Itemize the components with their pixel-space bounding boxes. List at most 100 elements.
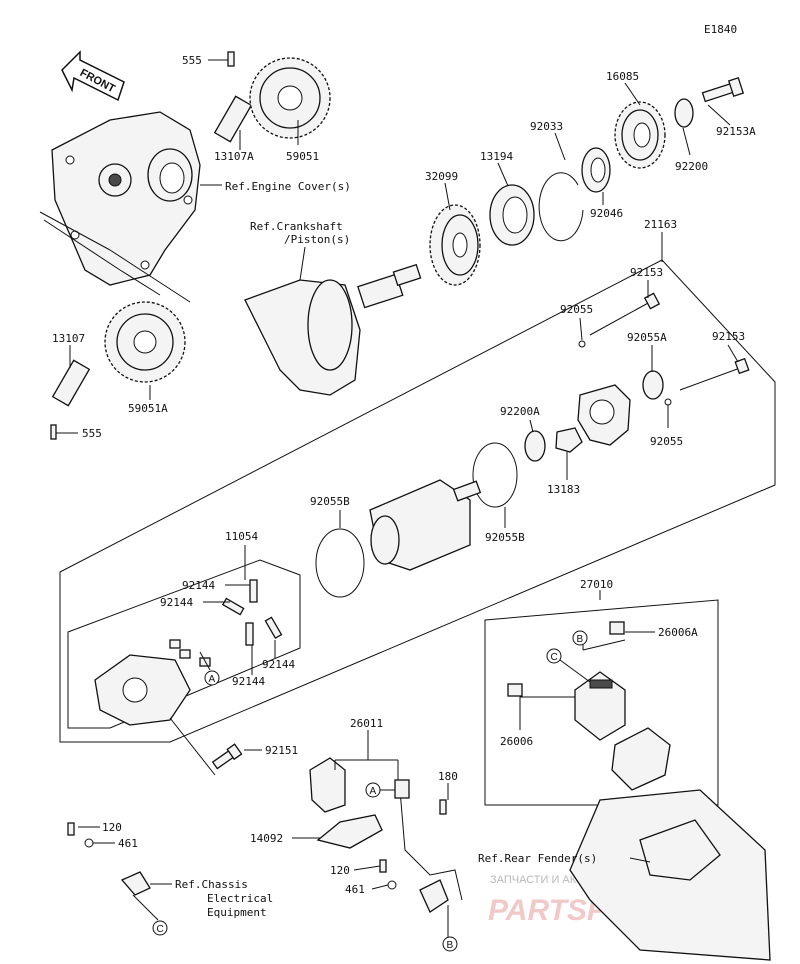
- engine-cover-drawing: [51, 111, 201, 286]
- label-13107A: 13107A: [214, 150, 254, 163]
- diagram-code: E1840: [704, 23, 737, 36]
- label-92153-lower: 92153: [712, 330, 745, 343]
- label-92055-lower: 92055: [650, 435, 683, 448]
- label-92055A: 92055A: [627, 331, 667, 344]
- label-ref-crankshaft: Ref.Crankshaft: [250, 220, 343, 233]
- label-92153-upper: 92153: [630, 266, 663, 279]
- idle-gear-59051-drawing: [249, 57, 331, 139]
- label-ref-engine-cover: Ref.Engine Cover(s): [225, 180, 351, 193]
- starter-armature-drawing: [369, 479, 482, 571]
- o-ring-92055B-left-drawing: [315, 528, 365, 598]
- label-ref-equipment: Equipment: [207, 906, 267, 919]
- label-27010: 27010: [580, 578, 613, 591]
- idle-gear-59051A-drawing: [104, 301, 186, 383]
- washer-461-left-drawing: [84, 838, 94, 848]
- label-ref-piston: /Piston(s): [284, 233, 350, 246]
- gear-16085-drawing: [614, 101, 666, 169]
- callout-b-lower: B: [442, 936, 458, 952]
- callout-c-chassis: C: [152, 920, 168, 936]
- bolt-92151-drawing: [169, 717, 243, 776]
- label-461-mid: 461: [345, 883, 365, 896]
- lead-26011-drawing: [309, 757, 463, 901]
- o-ring-92055-upper-drawing: [578, 340, 586, 348]
- label-92055B-left: 92055B: [310, 495, 350, 508]
- gear-32099-drawing: [429, 204, 481, 286]
- label-ref-chassis: Ref.Chassis: [175, 878, 248, 891]
- bolt-92153-lower-drawing: [679, 357, 750, 391]
- label-59051: 59051: [286, 150, 319, 163]
- label-11054: 11054: [225, 530, 258, 543]
- callout-b-relay: B: [572, 630, 588, 646]
- callout-a-cover: A: [204, 670, 220, 686]
- fuse-26006A-drawing: [609, 621, 625, 635]
- label-16085: 16085: [606, 70, 639, 83]
- screw-180-drawing: [439, 799, 447, 815]
- svg-text:A: A: [370, 786, 377, 797]
- washer-461-mid-drawing: [387, 880, 397, 890]
- shaft-13107-drawing: [51, 359, 91, 407]
- one-way-clutch-13194-drawing: [489, 184, 535, 246]
- label-92046: 92046: [590, 207, 623, 220]
- label-26006A: 26006A: [658, 626, 698, 639]
- bolt-92153-upper-drawing: [589, 292, 661, 336]
- label-92200: 92200: [675, 160, 708, 173]
- leader-lines: [56, 59, 739, 938]
- label-92144-2: 92144: [160, 596, 193, 609]
- starter-end-cover-drawing: [577, 384, 631, 446]
- label-14092: 14092: [250, 832, 283, 845]
- label-92055-upper: 92055: [560, 303, 593, 316]
- fuse-26006-drawing: [507, 683, 523, 697]
- pin-555-top-drawing: [227, 51, 235, 67]
- svg-text:C: C: [157, 924, 164, 935]
- label-120-left: 120: [102, 821, 122, 834]
- label-461-left: 461: [118, 837, 138, 850]
- pin-555-bottom-drawing: [50, 424, 57, 440]
- circlip-92033-drawing: [538, 172, 584, 242]
- svg-text:B: B: [447, 940, 454, 951]
- label-ref-electrical: Electrical: [207, 892, 273, 905]
- svg-text:C: C: [551, 652, 558, 663]
- svg-text:B: B: [577, 634, 584, 645]
- label-13194: 13194: [480, 150, 513, 163]
- label-180: 180: [438, 770, 458, 783]
- label-13183: 13183: [547, 483, 580, 496]
- needle-bearing-92046-drawing: [581, 147, 611, 193]
- callout-c-relay: C: [546, 648, 562, 664]
- brush-holder-outline: [67, 559, 301, 729]
- shaft-13107A-drawing: [213, 95, 253, 143]
- callout-a-lead: A: [365, 782, 381, 798]
- label-92144-4: 92144: [232, 675, 265, 688]
- brush-holder-11054-drawing: [94, 639, 211, 726]
- label-92144-3: 92144: [262, 658, 295, 671]
- label-92055B-right: 92055B: [485, 531, 525, 544]
- label-555-bottom: 555: [82, 427, 102, 440]
- label-92033: 92033: [530, 120, 563, 133]
- label-92151: 92151: [265, 744, 298, 757]
- relay-outline: [484, 599, 719, 806]
- label-555-top: 555: [182, 54, 202, 67]
- ground-terminal-drawing: [120, 871, 151, 896]
- label-ref-rear-fender: Ref.Rear Fender(s): [478, 852, 597, 865]
- o-ring-92055-lower-drawing: [664, 398, 672, 406]
- relay-27010-drawing: [574, 671, 626, 741]
- label-13107: 13107: [52, 332, 85, 345]
- label-26006: 26006: [500, 735, 533, 748]
- o-ring-92055A-drawing: [642, 370, 664, 400]
- label-21163: 21163: [644, 218, 677, 231]
- label-120-mid: 120: [330, 864, 350, 877]
- label-26011: 26011: [350, 717, 383, 730]
- svg-text:A: A: [209, 674, 216, 685]
- label-92144-1: 92144: [182, 579, 215, 592]
- rear-fender-drawing: [569, 789, 771, 961]
- crankshaft-drawing: [244, 263, 422, 396]
- label-59051A: 59051A: [128, 402, 168, 415]
- washer-92200A-drawing: [524, 430, 546, 462]
- front-arrow-icon: FRONT: [61, 50, 125, 102]
- label-92153A: 92153A: [716, 125, 756, 138]
- relay-rubber-mount-drawing: [611, 727, 671, 791]
- label-32099: 32099: [425, 170, 458, 183]
- bolt-120-mid-drawing: [379, 859, 387, 873]
- label-92200A: 92200A: [500, 405, 540, 418]
- o-ring-92055B-right-drawing: [472, 442, 518, 508]
